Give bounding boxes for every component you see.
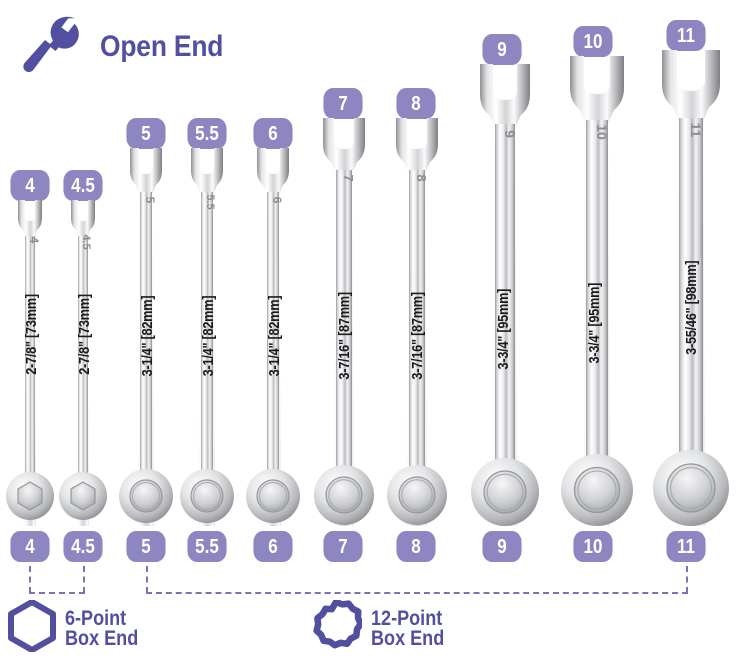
page-title: Open End — [100, 29, 224, 63]
bracket-right-tick — [686, 566, 688, 593]
bottom-size-badge: 9 — [482, 531, 522, 562]
length-label: 3-1/4" [82mm] — [140, 295, 156, 377]
bottom-size-badge: 4.5 — [63, 531, 103, 562]
svg-text:11: 11 — [688, 123, 704, 138]
svg-text:7: 7 — [341, 174, 356, 181]
wrench-graphic: 9 — [471, 64, 539, 526]
top-size-badge: 8 — [396, 88, 436, 119]
length-label: 2-7/8" [73mm] — [24, 294, 40, 375]
twelve-point-box-end-icon — [310, 598, 364, 657]
length-label: 3-7/16" [87mm] — [337, 292, 353, 380]
bracket-left-tick — [29, 566, 31, 593]
top-size-badge: 4 — [10, 170, 50, 201]
length-label: 3-3/4" [95mm] — [496, 288, 512, 370]
bracket-span — [29, 592, 85, 594]
wrench-icon — [18, 14, 90, 79]
wrench-graphic: 5.5 — [180, 148, 234, 526]
top-size-badge: 10 — [573, 26, 613, 57]
top-size-badge: 6 — [253, 118, 293, 149]
wrench-graphic: 7 — [314, 118, 374, 526]
wrench-graphic: 4 — [6, 200, 54, 526]
legend-12-point: 12-Point Box End — [310, 598, 456, 657]
length-label: 3-3/4" [95mm] — [587, 282, 603, 364]
wrench-graphic: 10 — [561, 56, 633, 526]
top-size-badge: 4.5 — [63, 170, 103, 201]
bracket-left-tick — [146, 566, 148, 593]
top-size-badge: 7 — [323, 88, 363, 119]
wrench-graphic: 11 — [653, 50, 729, 526]
length-label: 3-1/4" [82mm] — [201, 295, 217, 377]
legend-6-point: 6-Point Box End — [8, 599, 150, 657]
svg-text:8: 8 — [414, 174, 429, 181]
bottom-size-badge: 8 — [396, 531, 436, 562]
bottom-size-badge: 10 — [573, 531, 613, 562]
legend-label: 6-Point Box End — [65, 606, 139, 650]
top-size-badge: 5 — [126, 118, 166, 149]
svg-text:10: 10 — [594, 124, 610, 140]
wrench-graphic: 5 — [119, 148, 173, 526]
top-size-badge: 9 — [482, 34, 522, 65]
bottom-size-badge: 6 — [253, 531, 293, 562]
bottom-size-badge: 7 — [323, 531, 363, 562]
svg-text:4.5: 4.5 — [80, 234, 92, 249]
svg-text:4: 4 — [27, 237, 41, 244]
length-label: 3-1/4" [82mm] — [267, 295, 283, 377]
length-label: 2-7/8" [73mm] — [77, 294, 93, 375]
svg-text:6: 6 — [270, 197, 284, 204]
bracket-right-tick — [83, 566, 85, 593]
top-size-badge: 11 — [666, 20, 706, 51]
bottom-size-badge: 4 — [10, 531, 50, 562]
wrench-graphic: 8 — [387, 118, 447, 526]
bottom-size-badge: 5.5 — [187, 531, 227, 562]
legend-label: 12-Point Box End — [371, 606, 445, 650]
bottom-size-badge: 5 — [126, 531, 166, 562]
bottom-size-badge: 11 — [666, 531, 706, 562]
top-size-badge: 5.5 — [187, 118, 227, 149]
length-label: 3-55/46" [98mm] — [684, 260, 700, 355]
hexagon-box-end-icon — [8, 599, 56, 657]
svg-text:9: 9 — [502, 130, 518, 138]
svg-text:5: 5 — [143, 197, 157, 204]
bracket-span — [146, 592, 688, 594]
wrench-graphic: 4.5 — [59, 200, 107, 526]
wrench-graphic: 6 — [246, 148, 300, 526]
length-label: 3-7/16" [87mm] — [410, 292, 426, 380]
header: Open End — [18, 14, 240, 79]
svg-text:5.5: 5.5 — [204, 194, 216, 209]
